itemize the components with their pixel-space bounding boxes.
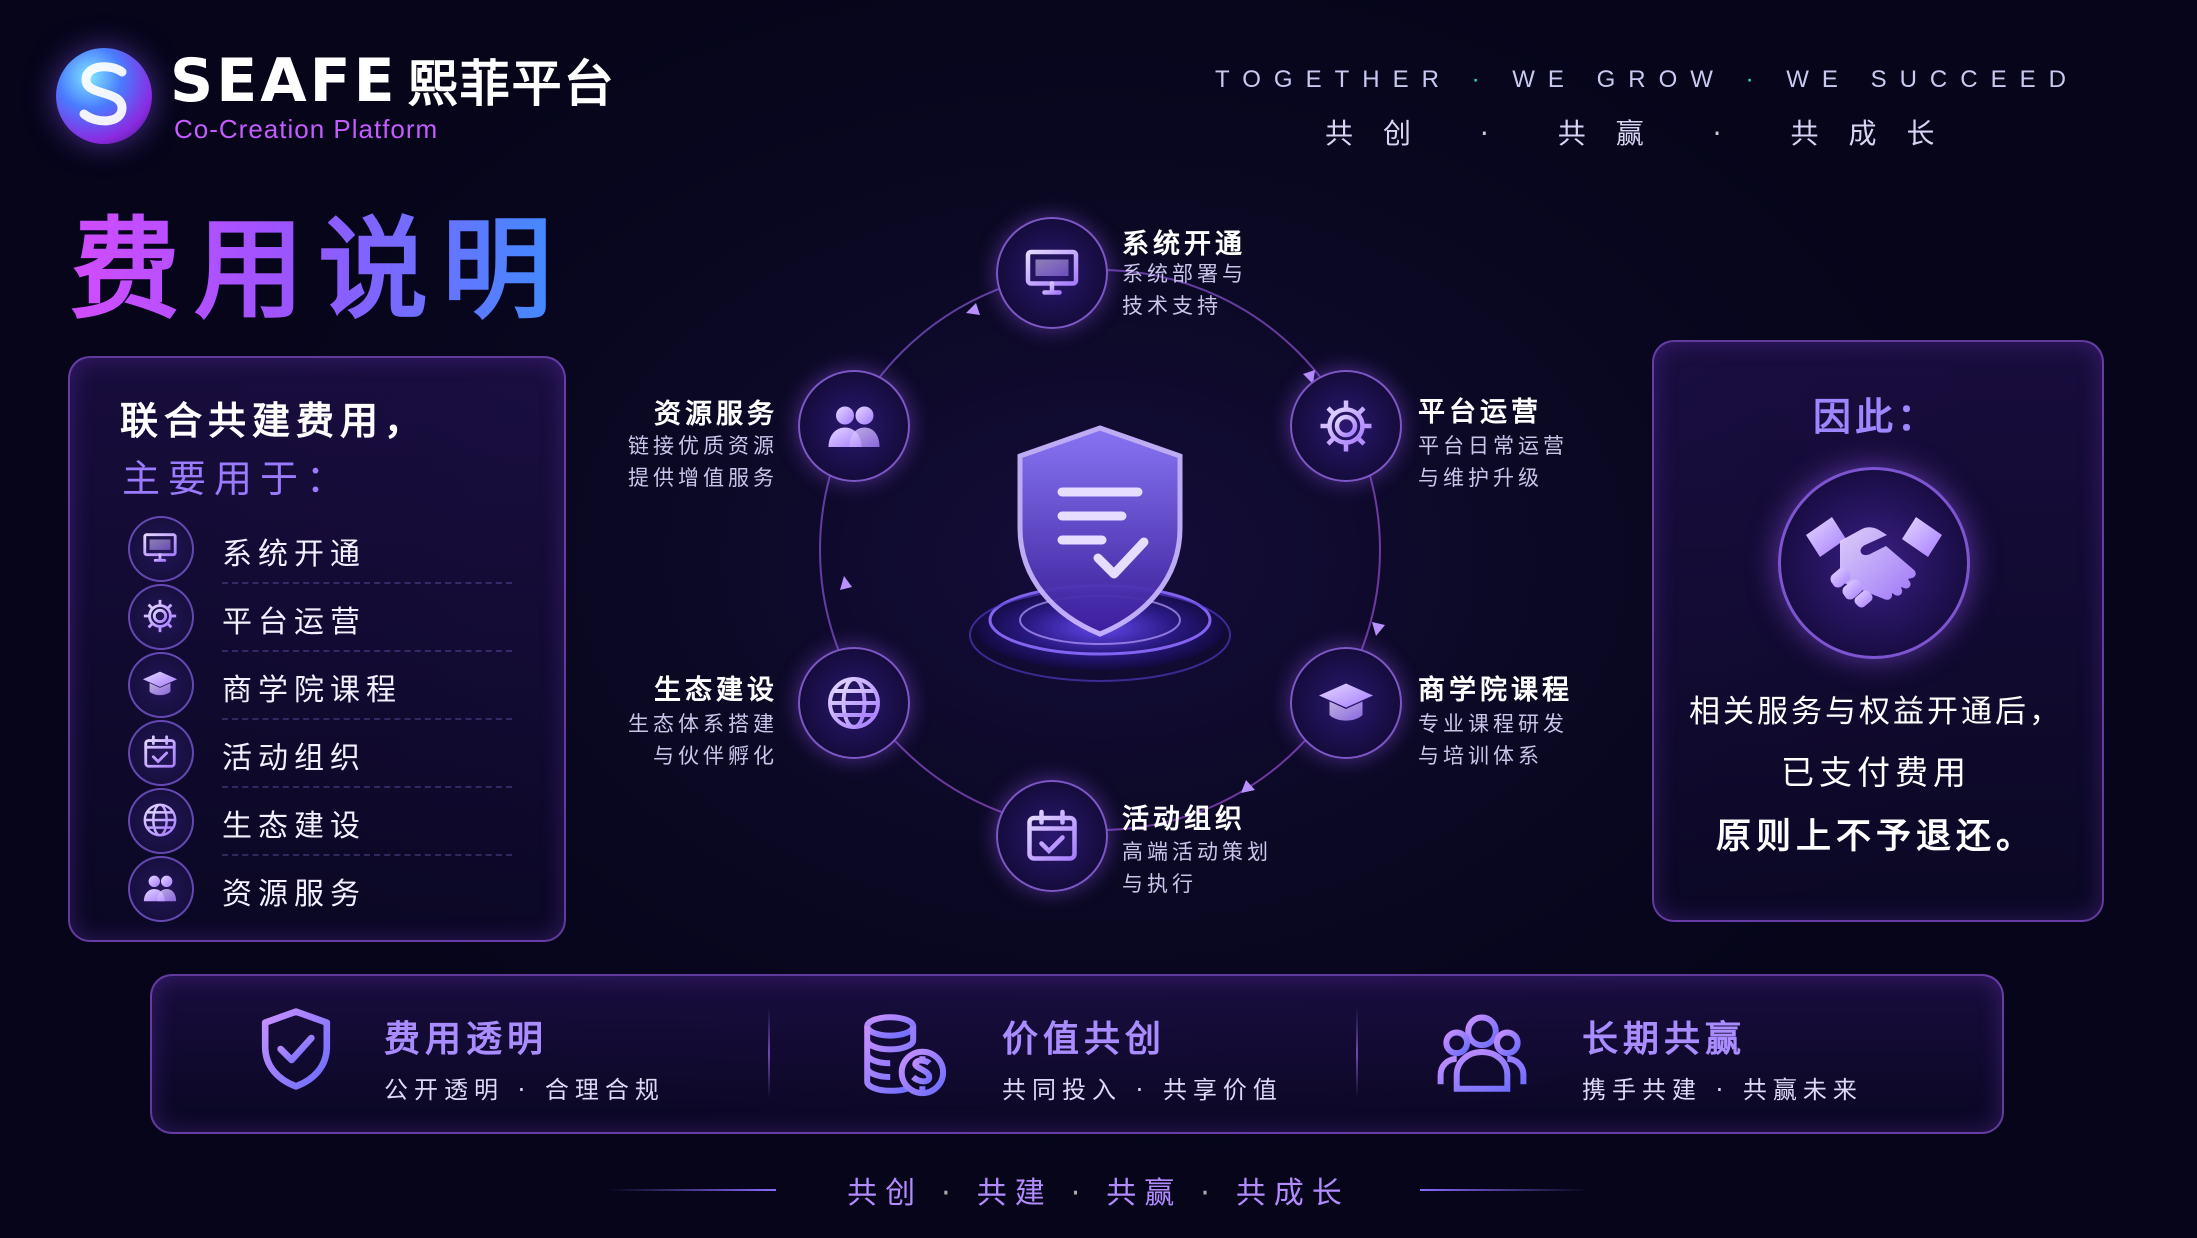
cycle-node-desc: 与执行	[1122, 872, 1197, 896]
calendar-check-icon	[128, 720, 194, 786]
page-title: 费用说明	[70, 206, 566, 334]
shield-check-icon	[1017, 425, 1183, 637]
cycle-node-operation	[1290, 370, 1402, 482]
divider	[1356, 1008, 1358, 1098]
tagline-en: TOGETHER · WE GROW · WE SUCCEED	[1215, 66, 2079, 93]
tagline-cn: 共创 · 共赢 · 共成长	[1325, 117, 1965, 150]
list-item-label: 系统开通	[222, 537, 366, 572]
principle-desc: 公开透明 · 合理合规	[384, 1076, 665, 1104]
coins-dollar-icon	[854, 1008, 954, 1100]
brand-name-cn: 熙菲平台	[407, 55, 616, 113]
cycle-node-system	[996, 217, 1108, 329]
list-item-label: 生态建设	[222, 809, 366, 844]
cycle-node-title: 商学院课程	[1418, 675, 1573, 706]
principle-title: 价值共创	[1002, 1019, 1167, 1060]
shield-check-icon	[252, 1000, 340, 1098]
team-icon	[1432, 1006, 1532, 1098]
brand-logo-icon	[56, 48, 152, 144]
cycle-node-title: 资源服务	[654, 399, 778, 430]
brand-subtitle: Co-Creation Platform	[174, 114, 439, 144]
cycle-node-desc: 技术支持	[1122, 294, 1222, 318]
cycle-node-title: 生态建设	[654, 675, 778, 706]
users-icon	[128, 856, 194, 922]
list-item: 商学院课程	[128, 652, 513, 720]
cycle-node-title: 系统开通	[1122, 229, 1246, 260]
cycle-node-desc: 高端活动策划	[1122, 840, 1272, 864]
divider	[768, 1008, 770, 1098]
list-item-label: 商学院课程	[222, 673, 402, 708]
cycle-node-academy	[1290, 647, 1402, 759]
list-item: 平台运营	[128, 584, 513, 652]
list-item-label: 平台运营	[222, 605, 366, 640]
cycle-node-desc: 提供增值服务	[628, 466, 778, 490]
handshake-icon	[1778, 467, 1970, 659]
slogan-line-right	[1420, 1189, 1590, 1191]
cycle-node-desc: 专业课程研发	[1418, 712, 1568, 736]
footer-slogan: 共创·共建·共赢·共成长	[847, 1176, 1350, 1211]
principle-desc: 携手共建 · 共赢未来	[1582, 1076, 1863, 1104]
graduation-cap-icon	[128, 652, 194, 718]
globe-icon	[128, 788, 194, 854]
cycle-node-desc: 平台日常运营	[1418, 434, 1568, 458]
cycle-node-ecosystem	[798, 647, 910, 759]
principles-panel	[150, 974, 2004, 1134]
usage-heading: 联合共建费用，	[120, 399, 429, 443]
cycle-node-title: 平台运营	[1418, 397, 1542, 428]
principle-title: 费用透明	[384, 1019, 549, 1060]
principle-title: 长期共赢	[1582, 1019, 1747, 1060]
refund-policy-line: 相关服务与权益开通后，	[1689, 694, 2063, 730]
cycle-node-desc: 与培训体系	[1418, 744, 1543, 768]
refund-policy-title: 因此：	[1812, 395, 1939, 439]
list-item-label: 活动组织	[222, 741, 366, 776]
cycle-node-title: 活动组织	[1122, 804, 1246, 835]
cycle-node-desc: 链接优质资源	[628, 434, 778, 458]
list-item: 活动组织	[128, 720, 513, 788]
cycle-node-desc: 与伙伴孵化	[653, 744, 778, 768]
cycle-node-events	[996, 780, 1108, 892]
refund-policy-line: 原则上不予退还。	[1715, 817, 2036, 857]
usage-subheading: 主要用于：	[122, 457, 353, 501]
cycle-node-desc: 生态体系搭建	[628, 712, 778, 736]
cycle-node-desc: 系统部署与	[1122, 262, 1247, 286]
cycle-node-desc: 与维护升级	[1418, 466, 1543, 490]
monitor-icon	[128, 516, 194, 582]
principle-desc: 共同投入 · 共享价值	[1002, 1076, 1283, 1104]
list-item: 生态建设	[128, 788, 513, 856]
refund-policy-line: 已支付费用	[1781, 753, 1971, 792]
cycle-ring	[819, 269, 1385, 831]
cycle-node-resources	[798, 370, 910, 482]
list-item: 资源服务	[128, 856, 513, 922]
gear-icon	[128, 584, 194, 650]
list-item-label: 资源服务	[222, 877, 366, 912]
slogan-line-left	[606, 1189, 776, 1191]
list-item: 系统开通	[128, 516, 513, 584]
